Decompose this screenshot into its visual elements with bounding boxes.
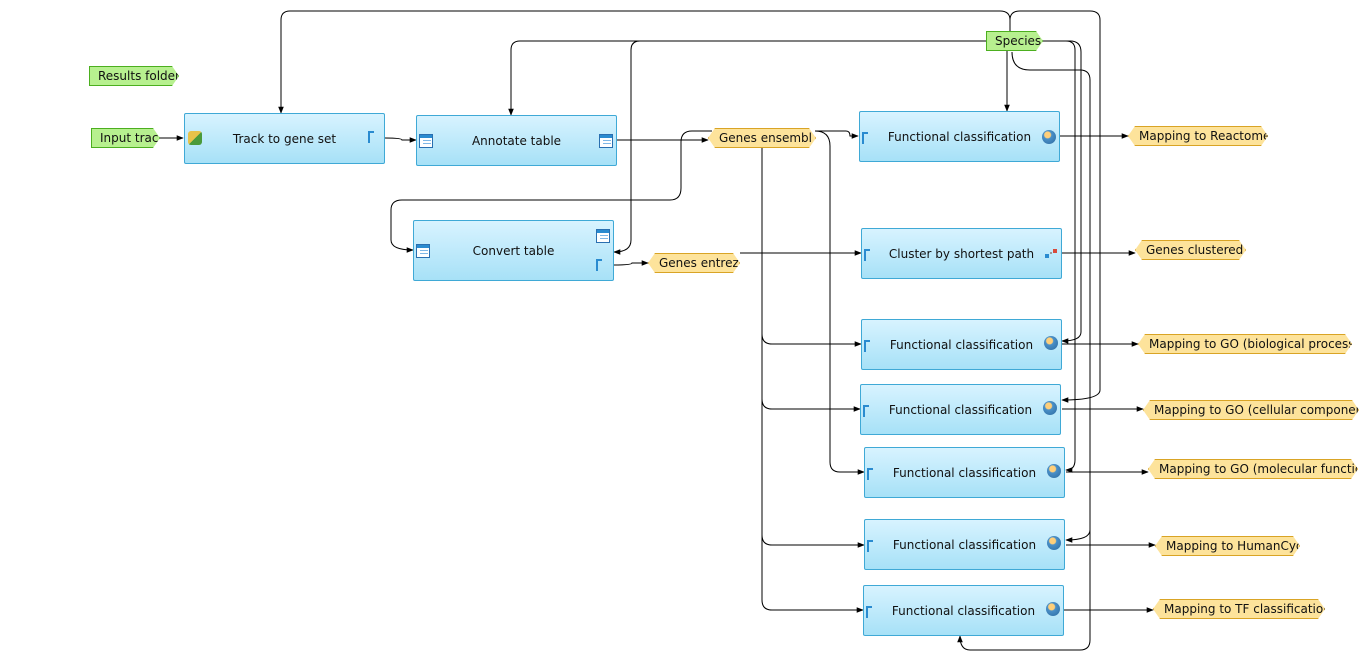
gene-set-icon bbox=[866, 604, 880, 618]
output-mapping-to-tf-classification[interactable]: Mapping to TF classification bbox=[1153, 599, 1325, 619]
person-icon bbox=[1043, 401, 1057, 415]
gene-set-icon bbox=[867, 466, 881, 480]
table-icon bbox=[416, 244, 430, 258]
node-label: Functional classification bbox=[892, 465, 1037, 480]
edge-ensembl-to-fc-go-cc bbox=[761, 334, 861, 412]
output-mapping-to-humancyc[interactable]: Mapping to HumanCyc bbox=[1155, 536, 1300, 556]
results-folder[interactable]: Results folder bbox=[89, 66, 179, 86]
person-icon bbox=[1046, 602, 1060, 616]
gene-set-icon bbox=[864, 247, 878, 261]
table-icon bbox=[419, 134, 433, 148]
edge-ensembl-to-fc-humancyc bbox=[761, 399, 865, 548]
gene-set-icon bbox=[864, 338, 878, 352]
node-label: Functional classification bbox=[887, 129, 1032, 144]
edge-species-to-fc-go-bp bbox=[1040, 40, 1082, 344]
node-label: Convert table bbox=[472, 243, 555, 258]
node-convert-table[interactable]: Convert table bbox=[413, 220, 614, 281]
edge-convert-to-entrez bbox=[613, 260, 649, 266]
gene-set-icon bbox=[863, 403, 877, 417]
port-genes-entrez[interactable]: Genes entrez bbox=[648, 253, 740, 273]
node-label: Annotate table bbox=[471, 133, 562, 148]
node-functional-classification-go-bp[interactable]: Functional classification bbox=[861, 319, 1062, 370]
node-track-to-gene-set[interactable]: Track to gene set bbox=[184, 113, 385, 164]
gene-set-icon bbox=[867, 538, 881, 552]
output-mapping-to-reactome[interactable]: Mapping to Reactome bbox=[1128, 126, 1268, 146]
node-label: Functional classification bbox=[892, 537, 1037, 552]
gene-set-icon bbox=[596, 257, 610, 271]
table-icon bbox=[599, 134, 613, 148]
species-parameter[interactable]: Species bbox=[986, 31, 1043, 51]
edge-species-to-annotate bbox=[508, 40, 986, 116]
person-icon bbox=[1044, 336, 1058, 350]
node-label: Track to gene set bbox=[232, 131, 337, 146]
edge-trackgeneset-to-annotate bbox=[384, 137, 417, 143]
gene-set-icon bbox=[368, 129, 382, 143]
port-genes-ensembl[interactable]: Genes ensembl bbox=[708, 128, 816, 148]
cluster-icon bbox=[1044, 247, 1058, 261]
edge-ensembl-to-fc-go-bp bbox=[761, 140, 862, 347]
person-icon bbox=[1047, 464, 1061, 478]
node-functional-classification-go-mf[interactable]: Functional classification bbox=[864, 447, 1065, 498]
gene-set-icon bbox=[862, 130, 876, 144]
edge-ensembl-to-fc-tf bbox=[761, 535, 864, 613]
output-mapping-to-go-mf[interactable]: Mapping to GO (molecular function) bbox=[1148, 459, 1358, 479]
node-functional-classification-humancyc[interactable]: Functional classification bbox=[864, 519, 1065, 570]
output-genes-clustered[interactable]: Genes clustered bbox=[1135, 240, 1246, 260]
person-icon bbox=[1047, 536, 1061, 550]
node-functional-classification-tf[interactable]: Functional classification bbox=[863, 585, 1064, 636]
person-icon bbox=[1042, 130, 1056, 144]
edge-ensembl-to-fc-go-mf bbox=[814, 130, 865, 475]
node-label: Functional classification bbox=[888, 402, 1033, 417]
output-mapping-to-go-bp[interactable]: Mapping to GO (biological process) bbox=[1138, 334, 1352, 354]
input-track[interactable]: Input track bbox=[91, 128, 160, 148]
node-functional-classification-reactome[interactable]: Functional classification bbox=[859, 111, 1060, 162]
node-label: Functional classification bbox=[891, 603, 1036, 618]
node-label: Cluster by shortest path bbox=[888, 246, 1035, 261]
edge-species-to-trackgeneset bbox=[278, 10, 1011, 114]
node-cluster-by-shortest-path[interactable]: Cluster by shortest path bbox=[861, 228, 1062, 279]
table-icon bbox=[596, 229, 610, 243]
output-mapping-to-go-cc[interactable]: Mapping to GO (cellular component) bbox=[1143, 400, 1359, 420]
node-functional-classification-go-cc[interactable]: Functional classification bbox=[860, 384, 1061, 435]
edge-ensembl-to-fc1 bbox=[815, 130, 859, 139]
node-annotate-table[interactable]: Annotate table bbox=[416, 115, 617, 166]
node-label: Functional classification bbox=[889, 337, 1034, 352]
convert-icon bbox=[188, 131, 202, 145]
